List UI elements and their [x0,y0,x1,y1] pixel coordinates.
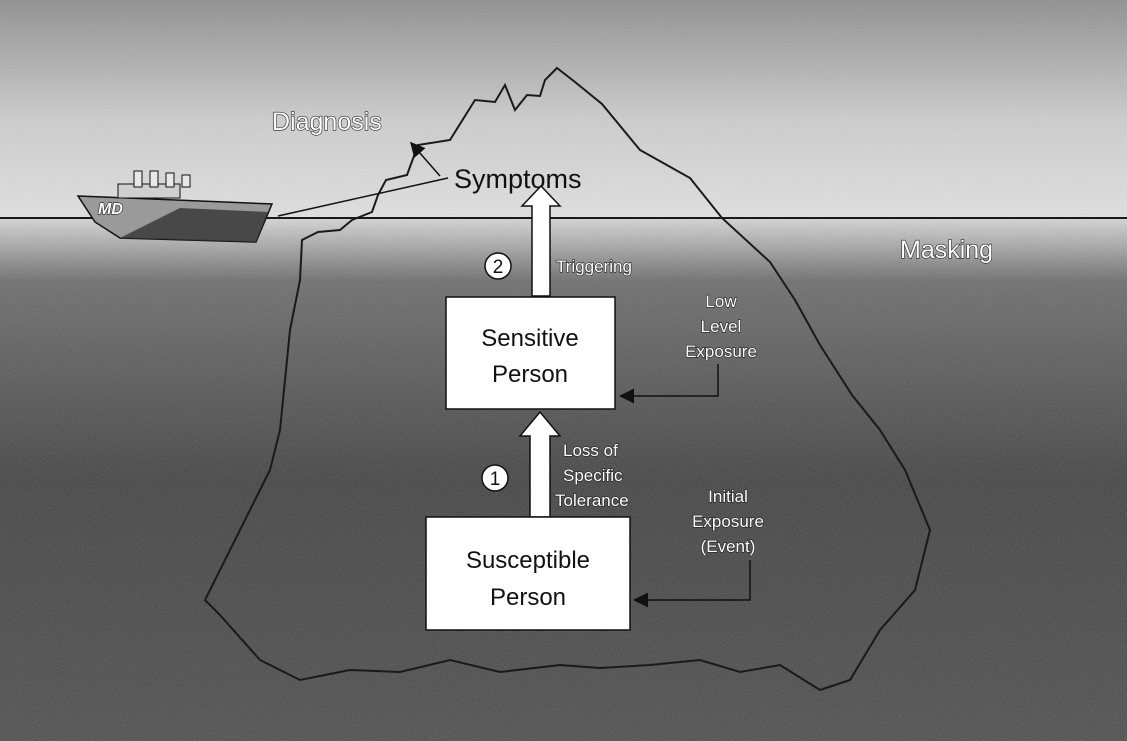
diagnosis-label: Diagnosis [272,108,382,136]
susceptible-label-line1: Susceptible [466,547,590,574]
sensitive-label-line2: Person [492,361,568,388]
susceptible-person-box: Susceptible Person [426,517,630,630]
low-level-line3: Exposure [685,342,757,361]
loss-label-line2: Specific [563,466,623,485]
sensitive-label-line1: Sensitive [481,325,578,352]
loss-label-line1: Loss of [563,441,618,460]
step-one-badge: 1 [482,465,508,491]
low-level-line1: Low [705,292,737,311]
initial-line3: (Event) [701,537,756,556]
loss-label-line3: Tolerance [555,491,629,510]
initial-line2: Exposure [692,512,764,531]
masking-label: Masking [900,236,993,264]
svg-text:2: 2 [493,257,504,278]
initial-line1: Initial [708,487,748,506]
symptoms-label: Symptoms [454,164,582,194]
step-two-badge: 2 [485,253,511,279]
susceptible-label-line2: Person [490,584,566,611]
svg-text:1: 1 [490,469,501,490]
triggering-label: Triggering [556,257,632,276]
low-level-line2: Level [701,317,742,336]
ship-name: MD [98,201,123,218]
sensitive-person-box: Sensitive Person [446,297,615,409]
